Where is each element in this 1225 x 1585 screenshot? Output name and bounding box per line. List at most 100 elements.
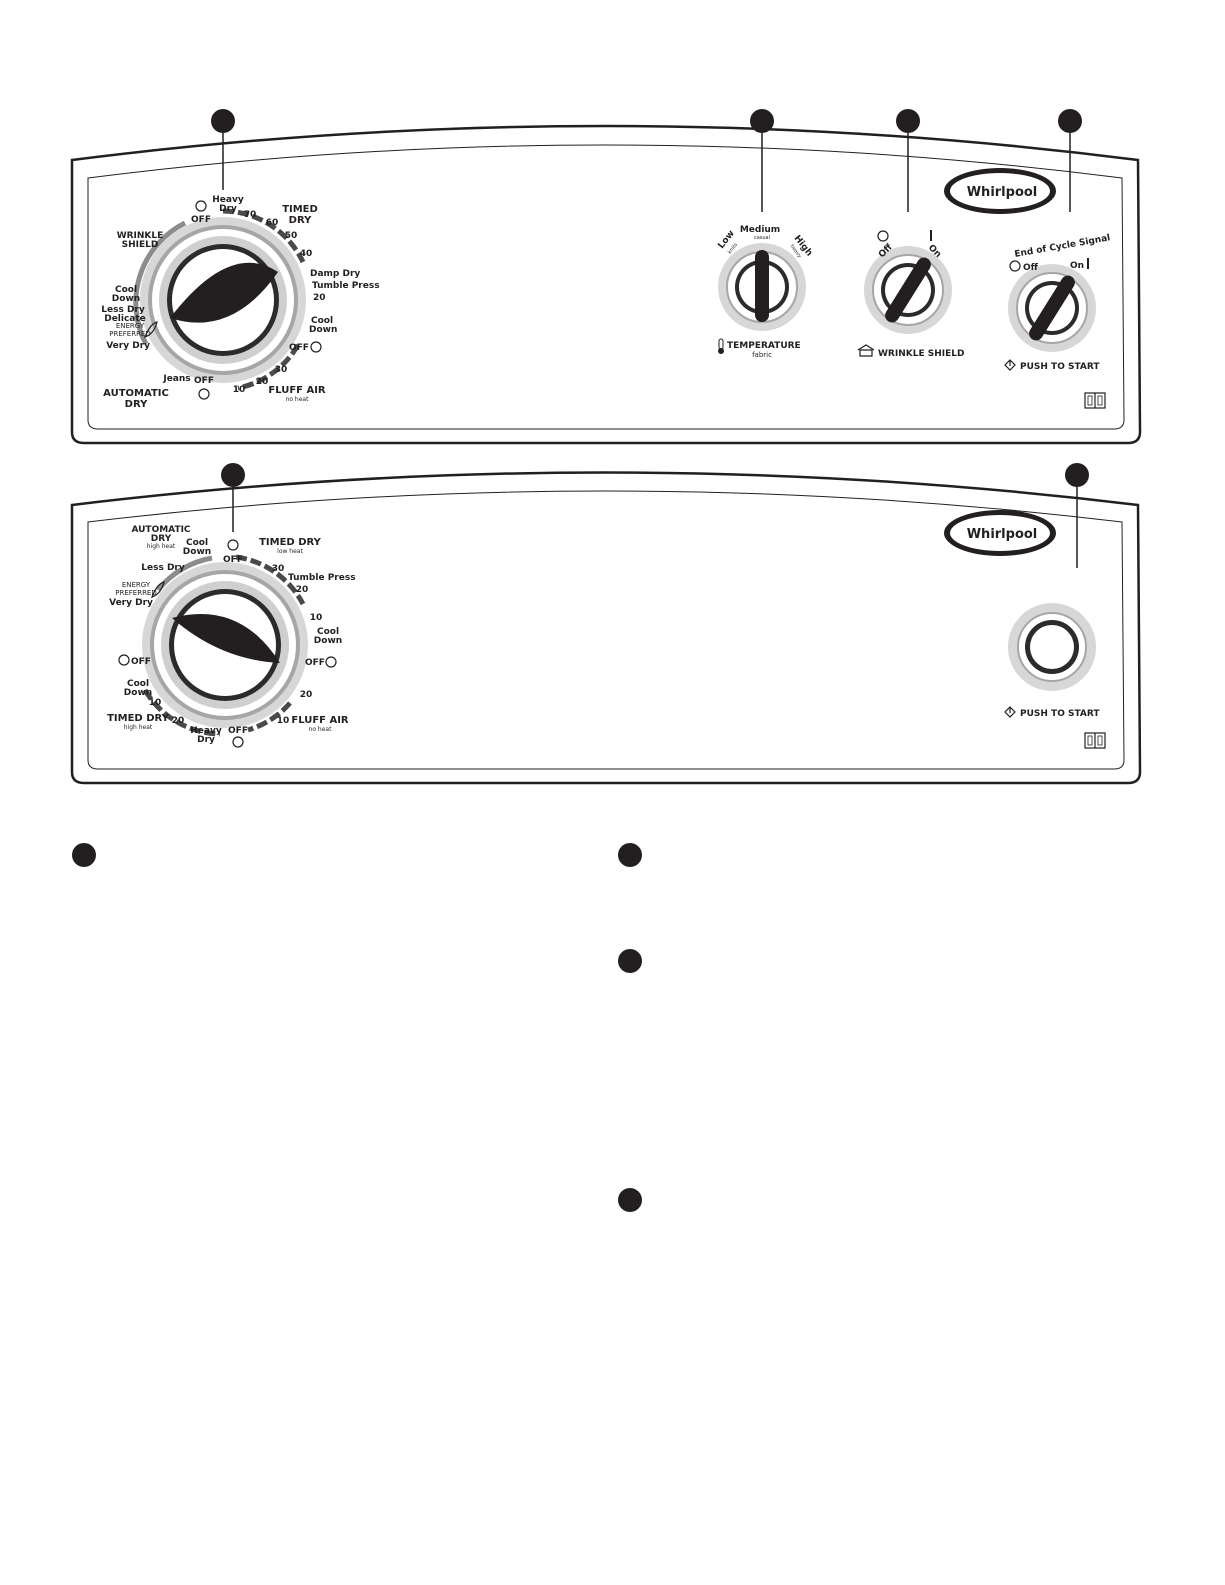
automatic-dry-band <box>156 555 213 592</box>
label-no-heat: no heat <box>309 726 333 733</box>
fluff-air-band <box>247 701 292 733</box>
cycle-selector-knob[interactable] <box>140 217 306 383</box>
label-less-dry: Less Dry <box>141 563 185 573</box>
label-fluff-air: FLUFF AIR <box>291 715 349 726</box>
label-push-to-start: PUSH TO START <box>1020 709 1100 719</box>
label-automatic-dry: DRY <box>125 399 148 410</box>
label-tumble-press: Tumble Press <box>312 281 380 291</box>
timed-dry-band <box>235 554 306 606</box>
label-medium: Medium <box>740 225 780 235</box>
label-cool-left: Cool <box>127 679 149 689</box>
off-indicator-icon <box>232 736 244 748</box>
label-10-c: 10 <box>277 716 290 726</box>
label-low-heat: low heat <box>277 548 303 555</box>
label-damp-dry: Damp Dry <box>310 269 360 279</box>
off-indicator-icon <box>310 341 322 353</box>
leaf-icon <box>150 581 165 598</box>
label-off-bottom: OFF <box>194 376 214 386</box>
label-heavy: Heavy <box>190 726 222 736</box>
callout-marker <box>211 109 235 190</box>
label-timed-dry-2: TIMED DRY <box>107 713 170 724</box>
callout-bullet <box>618 843 642 867</box>
leaf-icon <box>143 321 158 338</box>
power-icon <box>1004 706 1016 718</box>
control-panel-top <box>70 124 1142 445</box>
label-30: 30 <box>272 564 285 574</box>
label-dry: Dry <box>197 735 215 745</box>
automatic-dry-band <box>133 220 187 346</box>
label-timed-dry: DRY <box>289 215 312 226</box>
cycle-selector-knob[interactable] <box>142 562 308 728</box>
label-10: 10 <box>310 613 323 623</box>
callout-marker <box>1058 109 1082 212</box>
label-tumble-press: Tumble Press <box>288 573 356 583</box>
off-indicator-icon <box>877 230 889 242</box>
off-indicator-icon <box>195 200 207 212</box>
control-panel-bottom <box>70 471 1142 785</box>
label-automatic-dry: DRY <box>151 534 172 544</box>
power-icon <box>1004 359 1016 371</box>
label-cool-right: Cool <box>317 627 339 637</box>
wrinkle-shield-icon <box>857 344 875 357</box>
label-shield: SHIELD <box>122 240 159 250</box>
label-30: 30 <box>275 365 288 375</box>
label-fabric: fabric <box>752 351 772 359</box>
timed-dry-low-band <box>142 688 221 737</box>
label-cool: Cool <box>186 538 208 548</box>
knob-pointer-icon <box>755 250 769 322</box>
label-wrinkle: WRINKLE <box>117 231 164 241</box>
label-off-left: OFF <box>131 657 151 667</box>
callout-marker <box>896 109 920 212</box>
off-indicator-icon <box>1009 260 1021 272</box>
svg-text:Whirlpool: Whirlpool <box>967 185 1038 200</box>
label-down-right: Down <box>314 636 342 646</box>
label-20-b: 20 <box>256 377 269 387</box>
callout-bullet <box>618 1188 642 1212</box>
callout-marker <box>1065 463 1089 568</box>
callout-marker <box>750 109 774 212</box>
off-indicator-icon <box>325 656 337 668</box>
label-off-top: OFF <box>223 555 243 565</box>
off-indicator-icon <box>198 388 210 400</box>
whirlpool-logo: Whirlpool <box>944 510 1056 556</box>
label-40: 40 <box>300 249 313 259</box>
callout-bullet <box>72 843 96 867</box>
svg-text:Whirlpool: Whirlpool <box>967 527 1038 542</box>
label-very-dry: Very Dry <box>109 598 153 608</box>
label-10-b: 10 <box>149 698 162 708</box>
on-indicator-icon <box>930 230 932 241</box>
temperature-knob[interactable] <box>718 243 806 331</box>
knob-pointer-icon <box>172 614 280 663</box>
label-no-heat: no heat <box>286 396 310 403</box>
label-down: Down <box>183 547 211 557</box>
label-20-c: 20 <box>172 716 185 726</box>
label-20-b: 20 <box>300 690 313 700</box>
label-off-top: OFF <box>191 215 211 225</box>
label-jeans: Jeans <box>162 374 190 384</box>
label-temperature: TEMPERATURE <box>727 341 801 351</box>
thermometer-icon <box>718 338 724 354</box>
label-down-2: Down <box>112 294 140 304</box>
label-20: 20 <box>313 293 326 303</box>
off-indicator-icon <box>227 539 239 551</box>
knob-pointer-icon <box>885 257 931 323</box>
callout-bullet <box>618 949 642 973</box>
label-energy: ENERGY <box>116 322 145 330</box>
label-20: 20 <box>296 585 309 595</box>
label-off: Off <box>1023 263 1039 273</box>
callout-marker <box>221 463 245 532</box>
timed-dry-band <box>222 208 306 264</box>
whirlpool-logo: Whirlpool <box>944 168 1056 214</box>
label-cool-2: Cool <box>115 285 137 295</box>
wrinkle-shield-knob[interactable] <box>864 246 952 334</box>
push-to-start-button[interactable] <box>1008 603 1096 691</box>
label-high-heat-2: high heat <box>124 724 153 731</box>
on-indicator-icon <box>1087 258 1089 269</box>
label-10: 10 <box>233 385 246 395</box>
label-off-right: OFF <box>289 343 309 353</box>
cycle-dial-labels: AUTOMATIC DRY high heat Cool Down OFF TI… <box>107 525 356 748</box>
knob-pointer-icon <box>1029 275 1075 341</box>
end-of-cycle-signal-knob[interactable] <box>1008 264 1096 352</box>
label-less-dry: Less Dry <box>101 305 145 315</box>
